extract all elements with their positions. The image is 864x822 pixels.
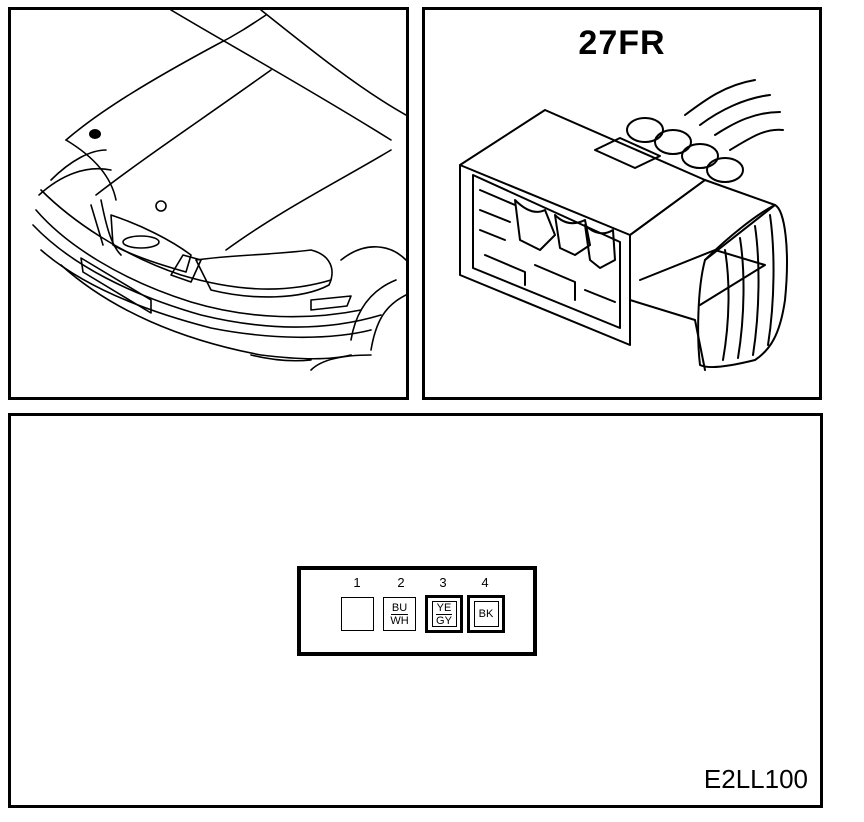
pin-number-1: 1 [353, 575, 361, 590]
pin-cell-1 [341, 597, 374, 631]
pin-3-color-2: GY [436, 614, 452, 627]
pin-cell-3: YE GY [425, 595, 463, 633]
pin-2-color-1: BU [390, 601, 409, 615]
car-location-panel [8, 7, 409, 400]
pin-3-color-1: YE [435, 601, 453, 615]
pin-number-4: 4 [481, 575, 489, 590]
connector-title: 27FR [578, 24, 666, 62]
connector-panel: 27FR [422, 7, 822, 400]
figure-id: E2LL100 [703, 764, 808, 794]
pinout-panel: 1 2 3 4 BU WH YE GY BK E2LL100 [8, 413, 823, 808]
connector-pinout: 1 2 3 4 BU WH YE GY BK [297, 566, 537, 656]
car-front-drawing [32, 10, 406, 371]
pin-number-3: 3 [439, 575, 447, 590]
pin-cell-2: BU WH [383, 597, 416, 631]
pin-2-color-2: WH [390, 614, 409, 627]
pin-number-2: 2 [397, 575, 405, 590]
pin-4-color-1: BK [478, 608, 494, 620]
connector-drawing [459, 79, 788, 371]
location-marker-dot [89, 129, 101, 139]
pin-cell-4: BK [467, 595, 505, 633]
